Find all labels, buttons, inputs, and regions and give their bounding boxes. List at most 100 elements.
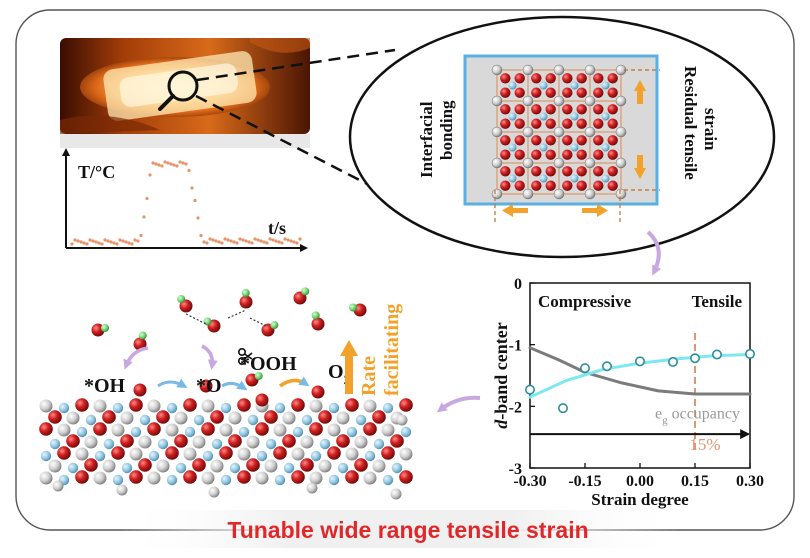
lattice-oxygen-atom xyxy=(562,166,573,177)
surface-oxygen-atom xyxy=(237,470,251,484)
thermal-trace-dot xyxy=(148,173,152,177)
surface-substrate-atom xyxy=(328,402,340,414)
chart-data-point xyxy=(711,349,722,360)
lattice-oxygen-atom xyxy=(514,166,525,177)
surface-metal-atom xyxy=(192,435,206,449)
lattice-oxygen-atom xyxy=(576,166,587,177)
lattice-oxygen-atom xyxy=(514,180,525,191)
lattice-center-atom xyxy=(570,143,579,152)
surface-substrate-atom xyxy=(202,450,214,462)
lattice-oxygen-atom xyxy=(562,149,573,160)
lattice-metal-atom xyxy=(522,157,534,169)
surface-metal-atom xyxy=(210,459,224,473)
thermal-trace-dot xyxy=(91,239,95,243)
surface-substrate-atom xyxy=(274,402,286,414)
molecule-hydrogen-atom xyxy=(270,321,279,330)
thermal-trace-dot xyxy=(73,238,77,242)
lattice-metal-atom xyxy=(584,188,596,200)
surface-metal-atom xyxy=(372,459,386,473)
surface-oxygen-atom xyxy=(75,398,89,412)
surface-substrate-atom xyxy=(130,426,142,438)
molecule-hydrogen-atom xyxy=(138,331,147,340)
surface-oxygen-atom xyxy=(399,398,413,412)
surface-oxygen-atom xyxy=(291,470,305,484)
lattice-oxygen-atom xyxy=(545,87,556,98)
molecule-hydrogen-atom xyxy=(301,287,310,296)
lattice-oxygen-atom xyxy=(514,87,525,98)
thermal-trace-dot xyxy=(280,241,284,245)
molecule-hydrogen-atom xyxy=(203,317,212,326)
thermal-trace-dot xyxy=(190,186,194,190)
surface-substrate-atom xyxy=(328,474,340,486)
chart-y-tick-label: -2 xyxy=(509,399,522,416)
surface-metal-atom xyxy=(219,423,233,437)
strain-arrow-down xyxy=(634,155,646,179)
lattice-metal-atom xyxy=(491,157,503,169)
rate-arrow xyxy=(340,340,358,394)
lattice-oxygen-atom xyxy=(593,135,604,146)
surface-metal-atom xyxy=(93,471,107,485)
thermal-trace-dot xyxy=(223,237,227,241)
molecule-oxygen-atom xyxy=(199,379,213,393)
rate-label-line1: Rate xyxy=(358,356,380,396)
lattice-oxygen-atom xyxy=(514,104,525,115)
surface-substrate-atom xyxy=(112,474,124,486)
label-o2-main: O xyxy=(328,361,344,383)
desorb-arrow-mid xyxy=(201,344,218,370)
surface-oxygen-atom xyxy=(345,470,359,484)
surface-substrate-atom xyxy=(355,414,367,426)
thermal-trace-dot xyxy=(130,242,134,246)
molecule-hydrogen-atom xyxy=(311,311,320,320)
thermal-trace-dot xyxy=(82,241,86,245)
thermal-trace-dot xyxy=(217,240,221,244)
surface-oxygen-atom xyxy=(363,422,377,436)
lattice-oxygen-atom xyxy=(593,180,604,191)
thermal-trace-dot xyxy=(286,238,290,242)
surface-metal-atom xyxy=(138,435,152,449)
molecule-oxygen-atom xyxy=(179,299,193,313)
lattice-oxygen-atom xyxy=(607,87,618,98)
molecule-hydrogen-atom xyxy=(241,289,250,298)
surface-metal-atom xyxy=(309,471,323,485)
lattice-oxygen-atom xyxy=(531,104,542,115)
surface-substrate-atom xyxy=(157,438,169,450)
molecule-hydrogen-atom xyxy=(254,371,263,380)
surface-substrate-atom xyxy=(400,426,412,438)
surface-oxygen-atom xyxy=(183,398,197,412)
lattice-metal-atom xyxy=(522,64,534,76)
lattice-oxygen-atom xyxy=(545,135,556,146)
surface-substrate-atom xyxy=(58,402,70,414)
lattice-metal-atom xyxy=(553,64,565,76)
lattice-oxygen-atom xyxy=(593,73,604,84)
thermal-trace-dot xyxy=(157,163,161,167)
lattice-oxygen-atom xyxy=(562,104,573,115)
lattice-oxygen-atom xyxy=(545,180,556,191)
surface-oxygen-atom xyxy=(201,422,215,436)
lattice-oxygen-atom xyxy=(514,149,525,160)
surface-substrate-atom xyxy=(112,402,124,414)
lattice-metal-atom xyxy=(615,126,627,138)
surface-substrate-atom xyxy=(256,450,268,462)
chart-data-point xyxy=(689,353,700,364)
thermal-trace-dot xyxy=(265,241,269,245)
thermal-trace-dot xyxy=(169,162,173,166)
surface-substrate-atom xyxy=(220,402,232,414)
lattice-metal-atom xyxy=(553,188,565,200)
lattice-center-atom xyxy=(570,112,579,121)
lattice-oxygen-atom xyxy=(531,166,542,177)
thermal-trace-dot xyxy=(151,161,155,165)
thermal-trace-dot xyxy=(109,240,113,244)
surface-substrate-atom xyxy=(184,426,196,438)
caption: Tunable wide range tensile strain xyxy=(227,517,588,543)
lattice-oxygen-atom xyxy=(500,135,511,146)
surface-oxygen-atom xyxy=(39,422,53,436)
lattice-oxygen-atom xyxy=(576,180,587,191)
surface-metal-atom xyxy=(57,423,71,437)
surface-substrate-atom xyxy=(265,438,277,450)
chart-y-label-italic: d xyxy=(491,419,511,429)
surface-metal-atom xyxy=(52,480,64,492)
lattice-metal-atom xyxy=(584,95,596,107)
lattice-oxygen-atom xyxy=(531,149,542,160)
surface-substrate-atom xyxy=(175,462,187,474)
thermal-trace-dot xyxy=(118,238,122,242)
